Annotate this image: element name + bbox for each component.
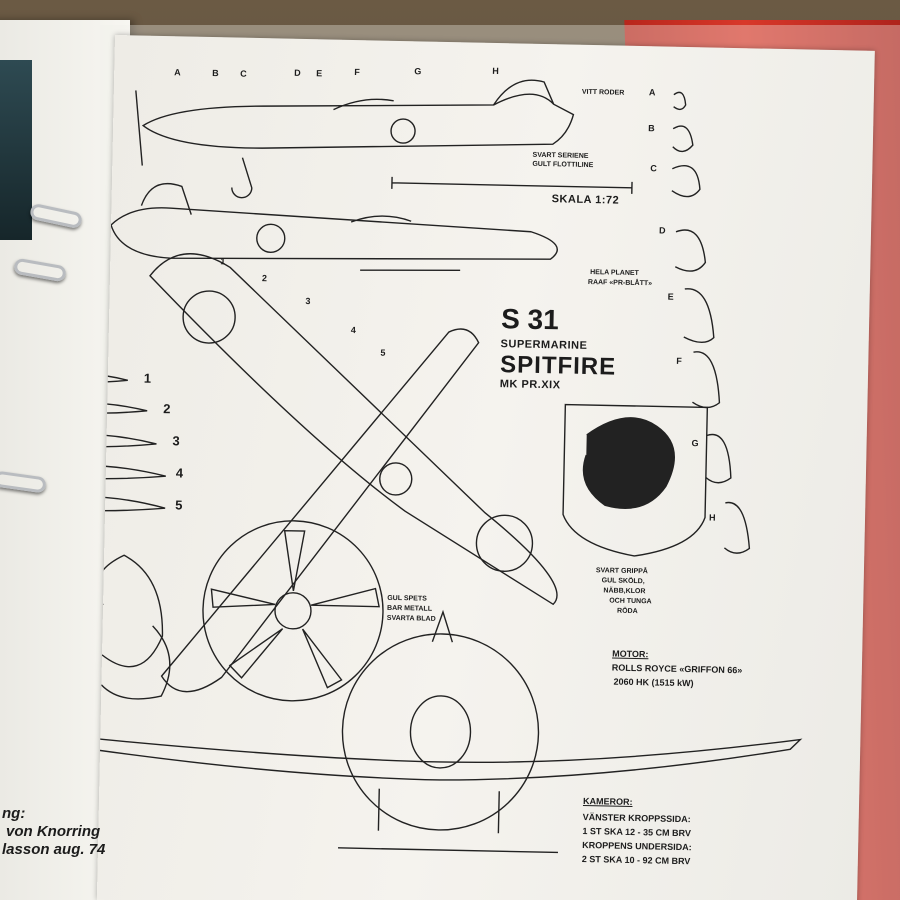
side-view-aircraft [135,79,575,199]
wing-callout-number: 2 [261,273,268,284]
airfoil-number: 1 [143,370,152,386]
side-letter: F [676,355,682,366]
wing-callout-number: 3 [305,296,311,307]
side-letter: D [658,225,666,236]
airfoil-profiles [96,373,166,512]
title-name: SPITFIRE [499,351,617,381]
emblem-caption-line: GUL SKÖLD, [601,577,645,586]
header-letter: F [354,67,360,78]
side-letter: B [648,123,655,134]
side-view-aircraft-2 [110,182,558,271]
emblem-shield [562,403,709,557]
airfoil-number: 5 [175,497,183,513]
motor-heading: MOTOR: [612,648,649,660]
emblem-caption-line: NÄBB,KLOR [603,587,646,596]
left-page-photo [0,60,32,240]
scale-label: SKALA 1:72 [551,193,620,207]
side-letter: A [648,87,656,98]
kameror-heading: KAMEROR: [582,795,633,808]
fuselage-cross-sections [671,91,751,554]
header-letter: G [414,66,422,77]
side-letter: C [650,163,657,174]
aircraft-drawing [96,79,803,854]
propeller-note: GUL SPETS [387,594,427,603]
side-letter: G [691,438,699,449]
emblem-caption-line: SVART GRIPPÅ [595,567,648,576]
propeller-front-view [202,520,384,702]
side-letter: H [708,512,716,523]
title-code: S 31 [500,303,560,336]
vitt-roder-label: VITT RODER [581,88,625,97]
wing-callout-number: 4 [350,325,356,336]
header-letter: H [492,65,499,77]
title-variant: MK PR.XIX [499,378,561,392]
front-view-aircraft [96,609,803,854]
airfoil-number: 2 [163,401,171,417]
hela-planet-label: HELA PLANET [590,269,639,278]
top-view-aircraft [96,253,558,700]
emblem-caption-line: OCH TUNGA [609,597,652,606]
header-letter: D [294,67,301,78]
raaf-label: RAAF «PR-BLÅTT» [587,278,653,288]
header-letter: C [240,68,247,79]
credit-line: ng: [2,805,26,822]
title-maker: SUPERMARINE [500,338,588,352]
scale-bar [391,176,633,194]
emblem-caption-line: RÖDA [616,607,638,616]
wing-callout-number: 1 [220,256,226,267]
wing-callout-number: 5 [380,347,386,358]
credit-line: von Knorring [6,823,101,840]
airfoil-number: 3 [172,433,180,449]
gult-flottiline-label: GULT FLOTTILINE [532,160,594,170]
side-letter: E [667,291,674,302]
header-letter: A [174,67,181,78]
airfoil-number: 4 [175,465,184,481]
credit-line: lasson aug. 74 [2,841,106,858]
header-letter: B [212,68,219,79]
propeller-note: SVARTA BLAD [386,614,436,623]
motor-line: 2060 HK (1515 kW) [613,676,694,689]
propeller-note: BAR METALL [386,604,433,613]
drawing-sheet: A B C D E F G H A B C D E F G H VITT ROD… [96,35,875,900]
svart-seriene-label: SVART SERIENE [532,151,589,160]
header-letter: E [316,68,323,79]
